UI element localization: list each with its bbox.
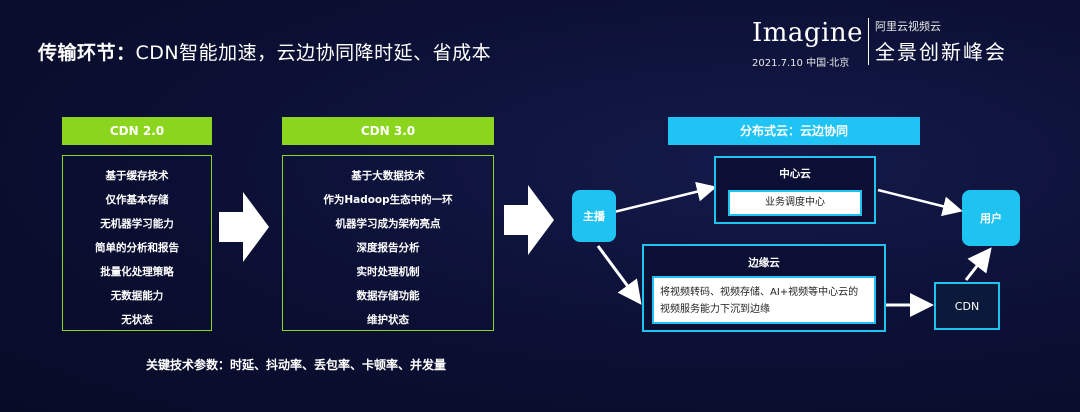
distributed-cloud-header: 分布式云：云边协同: [668, 117, 920, 145]
list-item: 作为Hadoop生态中的一环: [323, 194, 453, 206]
edge-cloud-content: 将视频转码、视频存储、AI+视频等中心云的视频服务能力下沉到边缘: [652, 276, 876, 324]
list-item: 无数据能力: [110, 290, 164, 302]
center-cloud-box: 中心云 业务调度中心: [714, 156, 876, 224]
arrow-cdn-to-user: [964, 247, 992, 281]
user-label: 用户: [980, 212, 1002, 225]
edge-cloud-box: 边缘云 将视频转码、视频存储、AI+视频等中心云的视频服务能力下沉到边缘: [642, 244, 886, 332]
list-item: 批量化处理策略: [100, 266, 174, 278]
list-item: 仅作基本存储: [105, 194, 169, 206]
list-item: 深度报告分析: [356, 242, 420, 254]
key-parameters: 关键技术参数：时延、抖动率、丢包率、卡顿率、并发量: [146, 358, 447, 372]
arrow-host-to-edge: [596, 245, 642, 305]
center-cloud-content: 业务调度中心: [728, 190, 862, 216]
logo-small-text: 阿里云视频云: [875, 20, 941, 33]
user-node: 用户: [962, 190, 1020, 246]
logo-imagine: Imagine: [752, 18, 864, 48]
list-item: 维护状态: [367, 314, 409, 326]
logo-big-text: 全景创新峰会: [875, 40, 1007, 64]
edge-cloud-label: 边缘云: [748, 257, 780, 269]
cdn2-panel: 基于缓存技术 仅作基本存储 无机器学习能力 简单的分析和报告 批量化处理策略 无…: [62, 155, 212, 331]
title-main: 传输环节：: [38, 42, 136, 64]
list-item: 基于缓存技术: [105, 170, 169, 182]
list-item: 基于大数据技术: [351, 170, 425, 182]
host-label: 主播: [583, 210, 605, 223]
list-item: 简单的分析和报告: [95, 242, 179, 254]
list-item: 机器学习成为架构亮点: [335, 218, 441, 230]
cdn3-panel: 基于大数据技术 作为Hadoop生态中的一环 机器学习成为架构亮点 深度报告分析…: [282, 155, 494, 331]
cdn-box: CDN: [934, 282, 1000, 330]
logo-date: 2021.7.10 中国·北京: [752, 58, 850, 69]
arrow-right-icon: [219, 192, 269, 262]
cdn-label: CDN: [954, 299, 980, 313]
arrow-host-to-center: [609, 181, 717, 215]
cdn2-header: CDN 2.0: [62, 117, 212, 145]
arrow-right-icon: [504, 185, 554, 255]
page-title: 传输环节：CDN智能加速，云边协同降时延、省成本: [38, 38, 491, 65]
center-cloud-label: 中心云: [779, 168, 811, 180]
title-sub: CDN智能加速，云边协同降时延、省成本: [135, 42, 492, 64]
list-item: 无状态: [121, 314, 153, 326]
list-item: 无机器学习能力: [100, 218, 174, 230]
list-item: 数据存储功能: [356, 290, 420, 302]
cdn3-header: CDN 3.0: [282, 117, 494, 145]
logo-summit: 阿里云视频云 全景创新峰会: [868, 18, 1007, 65]
arrow-center-to-user: [877, 188, 963, 217]
host-node: 主播: [572, 190, 616, 242]
list-item: 实时处理机制: [356, 266, 420, 278]
